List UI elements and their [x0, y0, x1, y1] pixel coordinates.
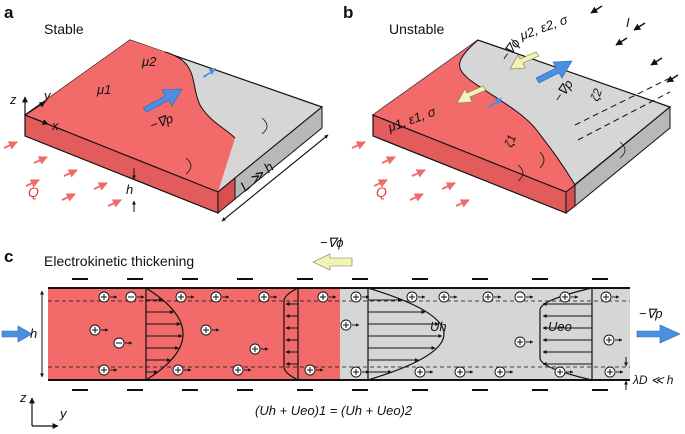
- ions: [89, 291, 624, 378]
- ion: [232, 364, 252, 376]
- label-current: I: [626, 15, 630, 30]
- charge-layer-b: [574, 77, 671, 141]
- slab-b-top-fluid1: [373, 40, 575, 192]
- ion: [482, 291, 502, 303]
- ion: [414, 366, 434, 378]
- ion: [200, 324, 220, 336]
- ion: [317, 291, 337, 303]
- ion: [406, 291, 426, 303]
- ion: [98, 364, 118, 376]
- label-mu1: μ1: [96, 82, 111, 97]
- slab-b-right-fluid2: [574, 105, 671, 208]
- axis-y-label-c: y: [59, 406, 68, 421]
- field-arrow-c-icon: [312, 253, 353, 271]
- channel-fluid2: [340, 288, 630, 380]
- ion: [125, 291, 145, 303]
- velocity-vectors: [146, 298, 592, 374]
- ion: [89, 324, 109, 336]
- flow-label-q-b: Q: [376, 184, 387, 200]
- ion: [438, 291, 458, 303]
- label-fluid2: μ2, ε2, σ: [517, 11, 571, 43]
- surface-charges: [72, 278, 608, 391]
- label-zeta2: ζ2: [588, 86, 605, 103]
- current-arrows: [590, 5, 679, 83]
- label-mu2: μ2: [141, 54, 157, 69]
- ion: [172, 364, 192, 376]
- height-label-h: h: [126, 182, 133, 197]
- panel-a: a Stable μ1 μ2 −∇p z y x: [3, 3, 329, 222]
- label-grad-phi-c: −∇ϕ: [320, 235, 344, 250]
- label-grad-p-c: −∇p: [639, 306, 663, 321]
- ion: [304, 364, 324, 376]
- ion: [210, 291, 230, 303]
- ion: [258, 291, 278, 303]
- slab-b-interface: [459, 39, 576, 186]
- panel-a-title: Stable: [44, 21, 84, 37]
- ion: [175, 291, 195, 303]
- slab-a-interface: [164, 51, 236, 139]
- inlet-arrow-icon: [1, 325, 33, 343]
- panel-a-letter: a: [4, 3, 14, 22]
- panel-b-letter: b: [343, 3, 353, 22]
- label-u-eo: Ueo: [548, 319, 572, 334]
- ion: [98, 291, 118, 303]
- slab-a-top-fluid1: [25, 40, 235, 192]
- axis-y-label: y: [43, 88, 52, 103]
- ion: [514, 336, 534, 348]
- label-debye: λD ≪ h: [632, 373, 674, 387]
- pressure-arrow-c-icon: [636, 324, 681, 344]
- field-arrow-left-icon: [456, 85, 487, 104]
- ion: [604, 366, 624, 378]
- inflow-arrows-a: [3, 141, 122, 208]
- ion: [350, 291, 370, 303]
- panel-b: b Unstable μ1, ε1, σ μ2, ε2, σ −∇ϕ −∇p ζ…: [343, 3, 679, 215]
- ion: [600, 291, 620, 303]
- label-zeta1: ζ1: [502, 133, 519, 149]
- axis-z-label-c: z: [19, 390, 27, 405]
- flow-arrow-large-icon: [142, 88, 183, 113]
- panel-b-title: Unstable: [389, 21, 444, 37]
- inflow-arrows-b: [351, 141, 470, 208]
- ion: [603, 334, 623, 346]
- ion: [249, 343, 269, 355]
- field-arrow-top-icon: [509, 51, 540, 70]
- panel-c: c Electrokinetic thickening −∇ϕ −∇p h: [1, 235, 681, 429]
- ion: [113, 337, 133, 349]
- ion: [340, 319, 360, 331]
- axis-z-label: z: [9, 92, 17, 107]
- ion: [559, 291, 579, 303]
- panel-c-title: Electrokinetic thickening: [44, 253, 194, 269]
- flow-arrow-b-small-icon: [488, 98, 502, 108]
- ion: [454, 366, 474, 378]
- label-u-h: Uh: [430, 319, 447, 334]
- ion: [514, 291, 534, 303]
- flow-arrow-small-icon: [203, 68, 216, 78]
- axis-x-label: x: [51, 118, 59, 133]
- flow-label-q: Q: [28, 184, 39, 200]
- height-label-c: h: [30, 326, 37, 341]
- equation: (Uh + Ueo)1 = (Uh + Ueo)2: [255, 403, 413, 418]
- ion: [494, 366, 514, 378]
- flow-arrow-b-large-icon: [535, 60, 573, 84]
- slab-a-right-fluid2: [234, 105, 323, 201]
- panel-c-letter: c: [4, 247, 13, 266]
- ion: [350, 366, 370, 378]
- ion: [554, 366, 574, 378]
